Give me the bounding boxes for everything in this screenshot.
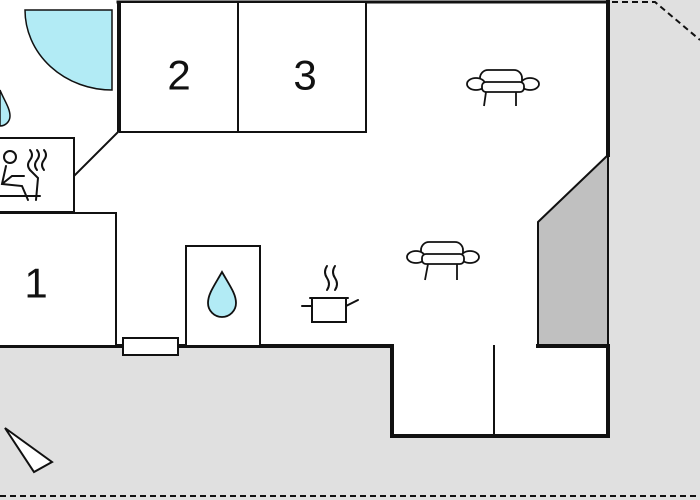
room-3	[237, 1, 367, 133]
shower-icon	[24, 9, 113, 91]
water-drop-icon	[207, 270, 237, 318]
sauna-icon	[0, 149, 47, 201]
water-drop-icon	[0, 89, 11, 127]
terrace-boundary	[612, 1, 700, 41]
sofa-icon	[466, 69, 540, 107]
storage-floor	[392, 346, 608, 436]
room-1-label: 1	[24, 260, 47, 307]
terrace-bottom	[0, 346, 700, 500]
entrance-door	[122, 337, 179, 356]
room-3-label: 3	[293, 52, 316, 99]
wall-diagonal	[73, 130, 120, 177]
sauna	[0, 137, 75, 213]
wall-storage	[390, 344, 610, 438]
room-2-label: 2	[167, 52, 190, 99]
room-2	[119, 1, 239, 133]
cooking-pot-icon	[301, 265, 359, 323]
north-arrow-icon	[4, 427, 54, 474]
terrace-right	[608, 0, 700, 346]
bathroom-2	[185, 245, 261, 347]
bathroom	[0, 2, 119, 132]
sofa-icon	[406, 241, 480, 281]
room-1	[0, 212, 117, 347]
